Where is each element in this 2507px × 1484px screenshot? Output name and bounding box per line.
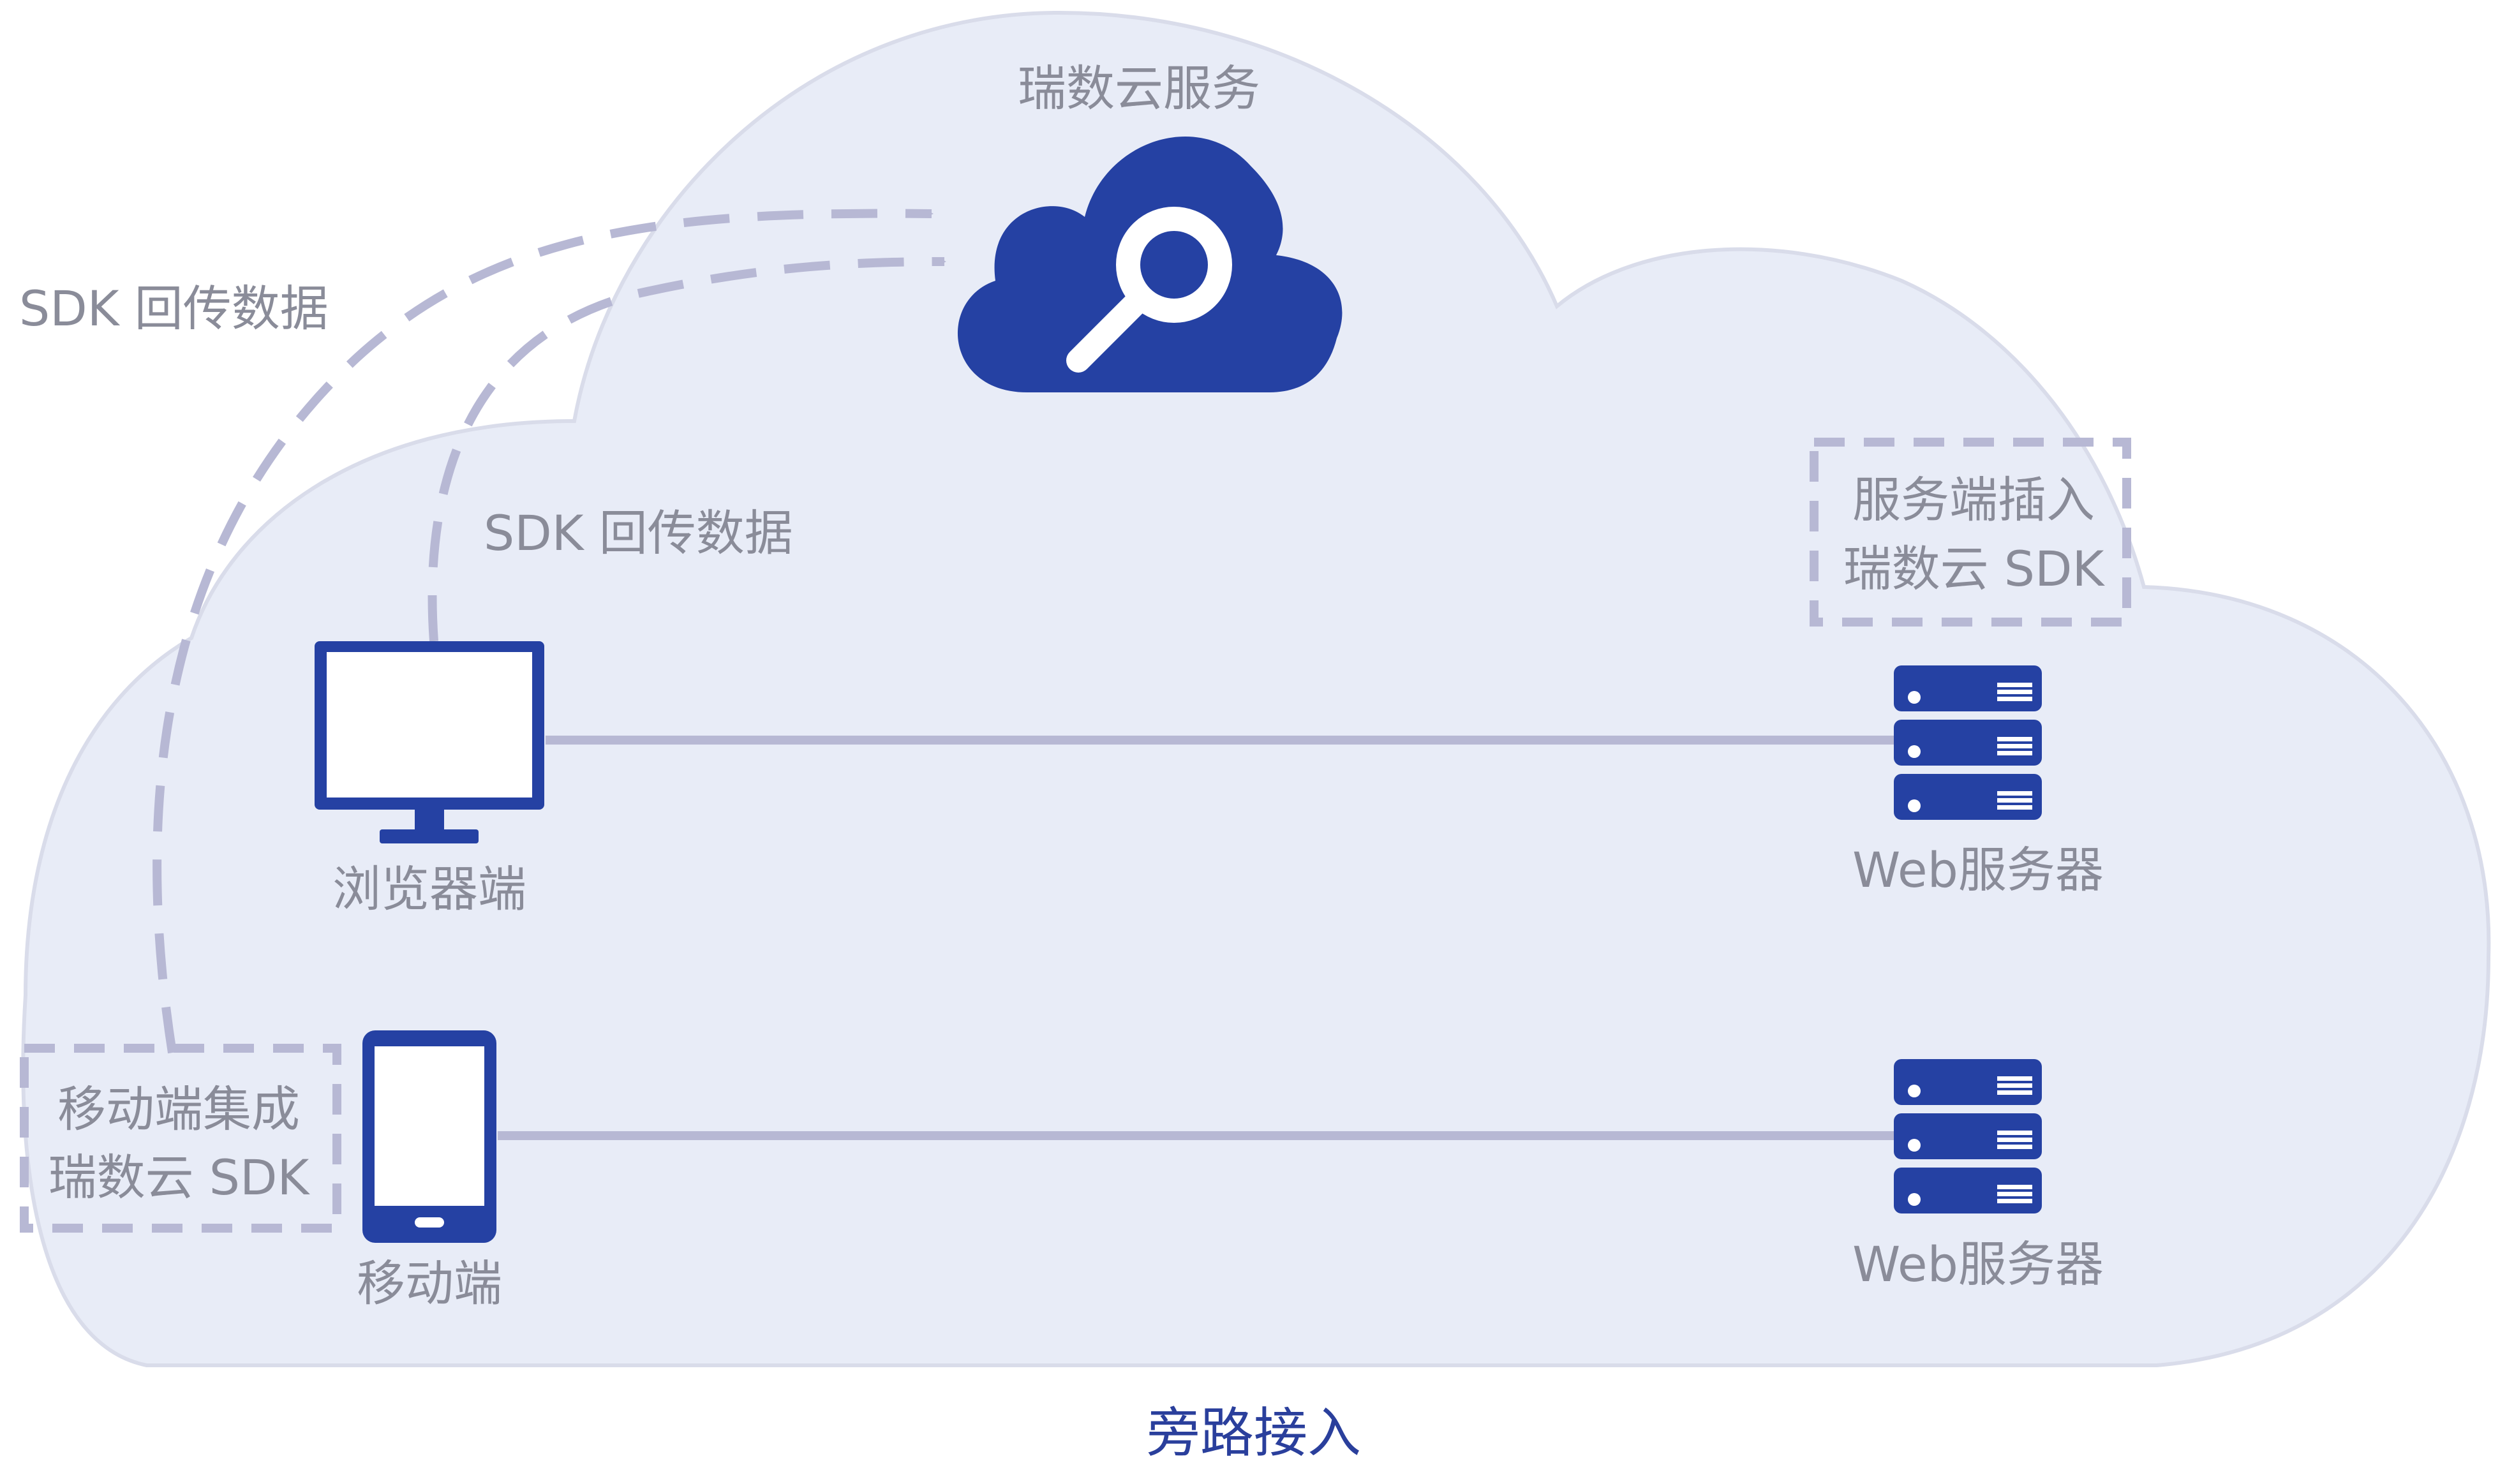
cloud-service-label: 瑞数云服务 <box>1018 60 1260 117</box>
sdk-return-path-outer <box>153 209 934 1054</box>
mobile-label: 移动端 <box>357 1255 502 1312</box>
server-sdk-callout-line1: 服务端插入 <box>1852 471 2095 528</box>
mobile-sdk-callout-box <box>20 1044 341 1233</box>
server-sdk-callout-box <box>1810 438 2131 627</box>
web-server-top-label: Web服务器 <box>1852 842 2104 898</box>
cloud-search-icon <box>957 136 1343 392</box>
sdk-return-label-outer: SDK 回传数据 <box>19 280 329 337</box>
mobile-sdk-callout-line2: 瑞数云 SDK <box>48 1149 311 1206</box>
cloud-shape <box>21 10 2491 1367</box>
server-sdk-callout-line2: 瑞数云 SDK <box>1843 540 2106 597</box>
monitor-icon <box>315 641 544 843</box>
server-rack-icon-top <box>1894 665 2042 820</box>
mobile-sdk-callout-line1: 移动端集成 <box>57 1081 300 1138</box>
sdk-return-label-inner: SDK 回传数据 <box>484 505 793 561</box>
background-cloud <box>21 10 2491 1367</box>
server-rack-icon-bottom <box>1894 1059 2042 1213</box>
smartphone-icon <box>362 1030 496 1243</box>
web-server-bottom-label: Web服务器 <box>1852 1236 2104 1293</box>
diagram-caption: 旁路接入 <box>1147 1402 1361 1464</box>
browser-label: 浏览器端 <box>332 861 526 917</box>
